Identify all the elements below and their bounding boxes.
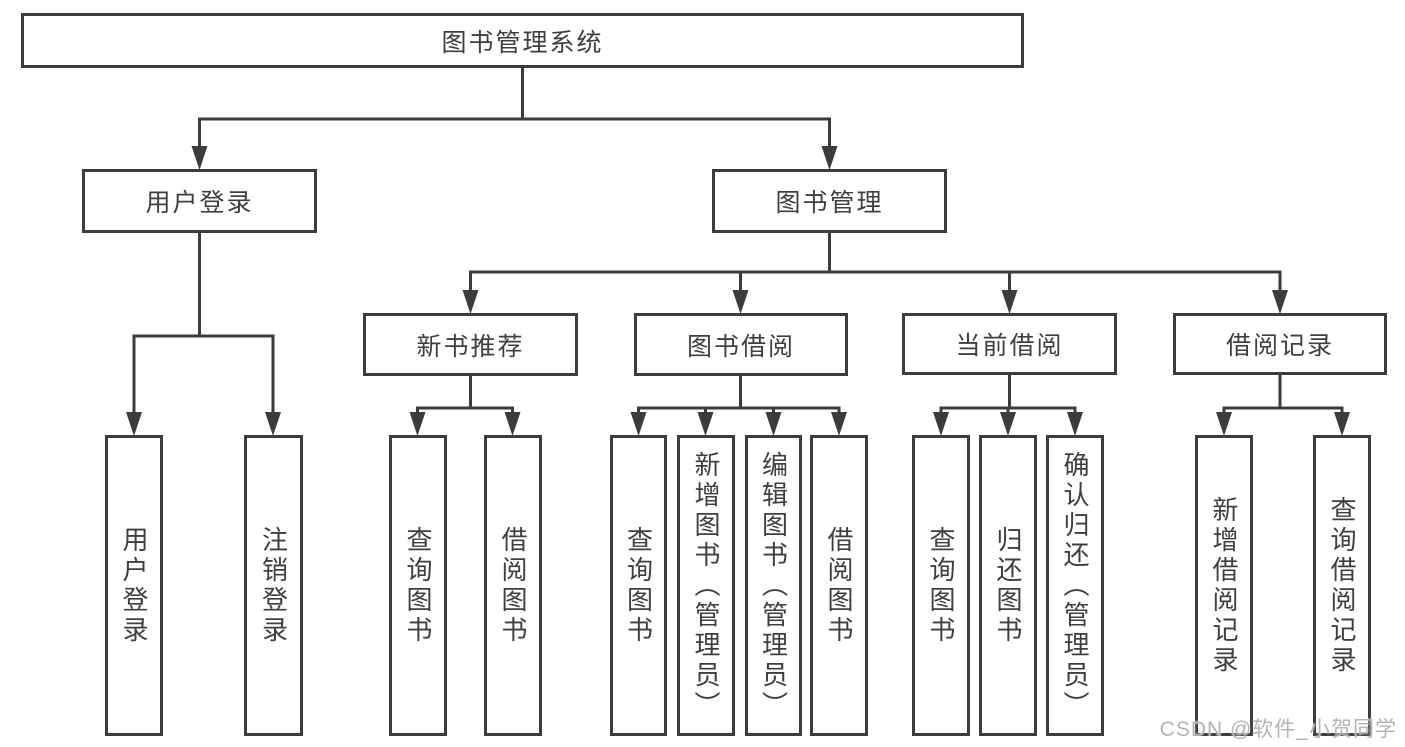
csdn-watermark: CSDN @软件_小贺同学 [1159,718,1397,741]
node-user-login: 用户登录 [82,169,317,233]
leaf-add-borrow-record: 新增借阅记录 [1195,435,1253,736]
leaf-query-borrow-record: 查询借阅记录 [1313,435,1371,736]
leaf-return-books-label: 归还图书 [993,525,1023,646]
leaf-user-login: 用户登录 [105,435,163,736]
node-borrowing-records: 借阅记录 [1173,313,1387,375]
node-new-book-recommendation: 新书推荐 [363,313,578,376]
leaf-borrow-books-recommend: 借阅图书 [484,435,542,736]
leaf-return-books: 归还图书 [979,435,1037,736]
leaf-logout: 注销登录 [244,435,303,736]
leaf-query-books-borrow-label: 查询图书 [623,525,654,646]
leaf-edit-book-admin-label: 编辑图书（管理员） [758,450,789,721]
leaf-query-books-current: 查询图书 [912,435,970,736]
leaf-query-books-recommend-label: 查询图书 [403,525,433,646]
leaf-query-books-recommend: 查询图书 [389,435,447,736]
node-book-management: 图书管理 [712,169,947,233]
leaf-query-books-current-label: 查询图书 [926,525,956,646]
leaf-confirm-return-admin-label: 确认归还（管理员） [1060,450,1090,721]
leaf-query-borrow-record-label: 查询借阅记录 [1327,495,1357,676]
leaf-borrow-books-recommend-label: 借阅图书 [498,525,528,646]
leaf-add-book-admin-label: 新增图书（管理员） [691,450,721,721]
leaf-confirm-return-admin: 确认归还（管理员） [1046,435,1104,736]
leaf-borrow-books: 借阅图书 [810,435,868,736]
node-current-borrowing: 当前借阅 [902,313,1117,375]
node-library-management-system: 图书管理系统 [21,13,1024,68]
leaf-add-book-admin: 新增图书（管理员） [677,435,735,736]
leaf-logout-label: 注销登录 [258,525,289,646]
node-book-borrowing: 图书借阅 [634,313,848,376]
leaf-edit-book-admin: 编辑图书（管理员） [745,435,802,736]
leaf-user-login-label: 用户登录 [119,525,149,646]
leaf-add-borrow-record-label: 新增借阅记录 [1209,495,1239,676]
leaf-borrow-books-label: 借阅图书 [824,525,854,646]
leaf-query-books-borrow: 查询图书 [610,435,667,736]
